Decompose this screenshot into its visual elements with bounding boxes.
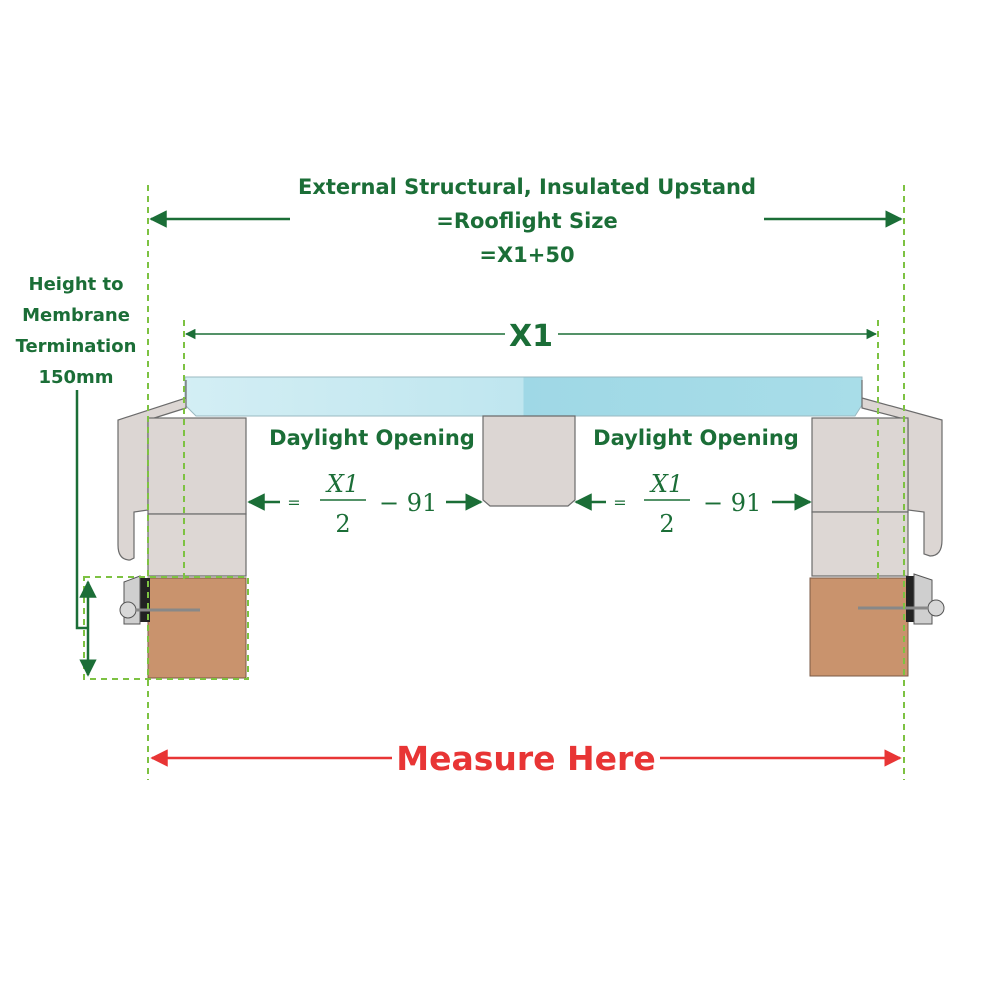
formula-right-constant: 91	[731, 489, 762, 517]
left-timber-upstand	[147, 577, 247, 679]
daylight-left: Daylight Opening = X1 2 − 91	[247, 426, 483, 538]
formula-right-denominator: 2	[659, 510, 674, 538]
measure-label: Measure Here	[396, 739, 655, 778]
formula-left-constant: 91	[407, 489, 438, 517]
daylight-right-label: Daylight Opening	[593, 426, 799, 450]
right-timber-upstand	[809, 577, 909, 677]
daylight-left-label: Daylight Opening	[269, 426, 475, 450]
upstand-dimension: External Structural, Insulated Upstand =…	[149, 175, 903, 267]
left-screw	[119, 601, 200, 619]
formula-left-denominator: 2	[335, 510, 350, 538]
height-leader	[75, 390, 88, 630]
left-frame-upper	[147, 417, 247, 515]
guide-lines	[83, 185, 905, 780]
formula-right-eq: =	[613, 493, 626, 512]
formula-right-minus: −	[703, 489, 723, 517]
height-label-line2: Membrane	[22, 305, 130, 326]
formula-right-numerator: X1	[649, 470, 683, 498]
membrane-height-box	[83, 576, 249, 680]
right-frame-upper	[811, 417, 909, 513]
right-screw	[858, 599, 945, 617]
x1-dimension: X1	[184, 319, 878, 354]
height-label-line1: Height to	[29, 274, 124, 295]
height-label-line3: Termination	[16, 336, 137, 357]
upstand-label-line3: =X1+50	[479, 243, 574, 267]
left-frame-lower	[147, 513, 247, 577]
daylight-right: Daylight Opening = X1 2 − 91	[574, 426, 812, 538]
rooflight-structure	[117, 376, 945, 679]
measure-dimension: Measure Here	[150, 739, 902, 778]
right-outer-frame	[861, 380, 943, 557]
right-membrane	[906, 576, 916, 622]
height-label-line4: 150mm	[38, 367, 113, 388]
upstand-label-line1: External Structural, Insulated Upstand	[298, 175, 756, 199]
formula-left-eq: =	[287, 493, 300, 512]
left-outer-frame	[117, 380, 187, 561]
right-bracket	[913, 573, 933, 625]
center-mullion	[482, 415, 576, 507]
glass-pane	[184, 376, 863, 417]
right-frame-lower	[811, 511, 909, 577]
formula-left-minus: −	[379, 489, 399, 517]
x1-label: X1	[509, 319, 553, 354]
formula-left-numerator: X1	[325, 470, 359, 498]
height-dimension: Height to Membrane Termination 150mm	[16, 274, 137, 677]
upstand-label-line2: =Rooflight Size	[436, 209, 618, 233]
